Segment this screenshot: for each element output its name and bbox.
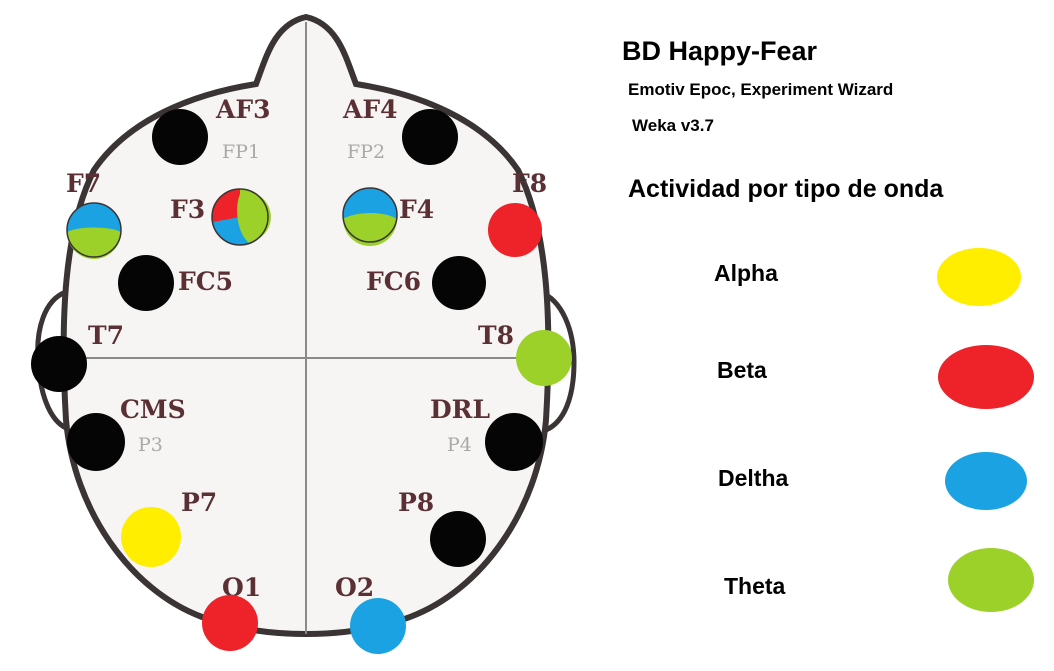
f8-label: F8 [512, 169, 547, 198]
p8-label: P8 [398, 488, 434, 517]
drl-label: DRL [430, 395, 490, 424]
legend-label-theta: Theta [724, 573, 786, 599]
electrode-f8 [488, 203, 542, 257]
f7-label: F7 [66, 169, 101, 198]
electrode-o1 [202, 595, 258, 651]
electrode-p8 [430, 511, 486, 567]
legend-swatch-alpha [937, 248, 1021, 306]
legend-label-beta: Beta [717, 357, 767, 383]
legend-swatch-theta [948, 548, 1034, 612]
f4-label: F4 [399, 195, 434, 224]
legend-heading: Actividad por tipo de onda [628, 175, 944, 203]
fc5-label: FC5 [178, 267, 233, 296]
electrode-t7 [31, 336, 87, 392]
drl-sublabel: P4 [447, 434, 472, 456]
o2-label: O2 [335, 573, 374, 602]
cms-sublabel: P3 [138, 434, 163, 456]
device-caption: Emotiv Epoc, Experiment Wizard [628, 80, 894, 99]
head-map: FP1 FP2 P3 P4 AF3 AF4 F7 F3 F4 F8 FC5 FC… [31, 13, 577, 654]
t7-label: T7 [88, 321, 124, 350]
legend-swatch-beta [938, 345, 1034, 409]
page-title: BD Happy-Fear [622, 36, 818, 66]
right-ear [538, 289, 577, 433]
legend-swatch-deltha [945, 452, 1027, 510]
t8-label: T8 [478, 321, 514, 350]
af3-sublabel: FP1 [222, 141, 260, 163]
electrode-fc6 [432, 256, 486, 310]
electrode-f7 [66, 202, 122, 259]
electrode-o2 [350, 598, 406, 654]
af4-sublabel: FP2 [347, 141, 385, 163]
p7-label: P7 [181, 488, 217, 517]
electrode-cms [67, 413, 125, 471]
electrode-p7 [121, 507, 181, 567]
software-caption: Weka v3.7 [632, 116, 714, 135]
af3-label: AF3 [215, 95, 271, 124]
electrode-t8 [516, 330, 572, 386]
electrode-f4 [342, 187, 398, 246]
legend-label-alpha: Alpha [714, 260, 778, 286]
electrode-af3 [152, 109, 208, 165]
legend-label-deltha: Deltha [718, 465, 789, 491]
fc6-label: FC6 [366, 267, 421, 296]
f3-label: F3 [170, 195, 205, 224]
electrode-drl [485, 413, 543, 471]
cms-label: CMS [120, 395, 186, 424]
electrode-f3 [211, 188, 271, 246]
electrode-af4 [402, 109, 458, 165]
electrode-fc5 [118, 255, 174, 311]
af4-label: AF4 [342, 95, 398, 124]
